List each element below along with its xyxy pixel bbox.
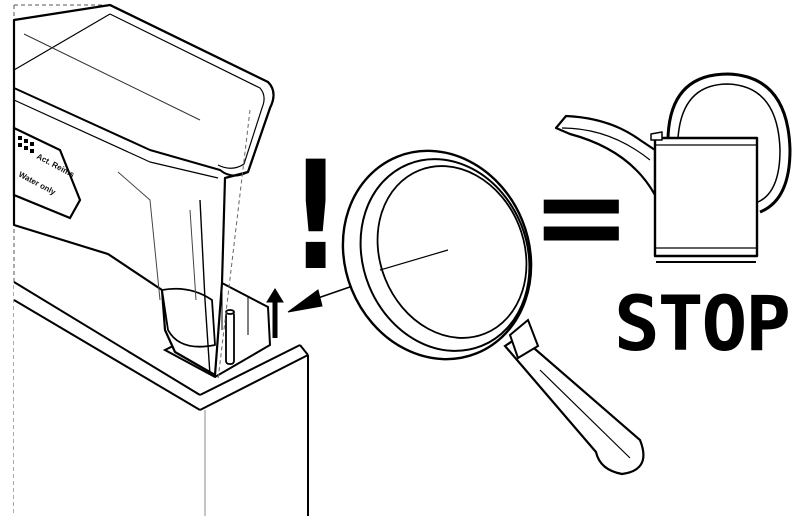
warning-symbol: ! (290, 130, 341, 304)
magnifying-glass-icon (341, 149, 645, 476)
reservoir-label: Act. Reims Water only (12, 126, 82, 220)
reservoir-dashed-guide (217, 109, 251, 381)
watering-can-icon (554, 72, 792, 263)
machine-housing (13, 281, 309, 516)
label-grid-icon (18, 136, 34, 153)
equals-symbol: = (531, 148, 632, 287)
up-arrow-icon (266, 288, 284, 338)
exclamation-icon: ! (290, 130, 341, 304)
water-reservoir (12, 3, 275, 377)
stop-text: STOP (614, 279, 789, 368)
float-indicator (225, 309, 235, 365)
equals-sign: = (531, 148, 632, 287)
